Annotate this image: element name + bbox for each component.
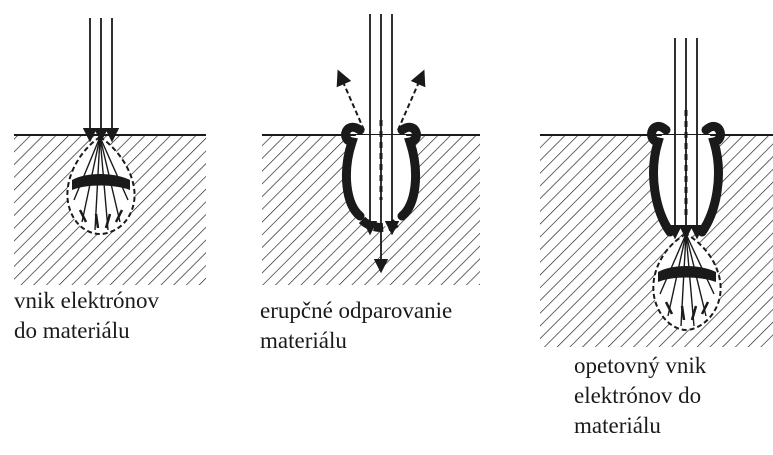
panel-3-repeated-penetration (540, 38, 773, 347)
panel-2-caption: erupčné odparovanie materiálu (260, 296, 530, 356)
panel-1-electron-penetration (14, 18, 206, 285)
panel-3-caption: opetovný vnik elektrónov do materiálu (574, 351, 769, 441)
panel-1-electron-beam (90, 18, 112, 137)
panel-1-caption: vnik elektrónov do materiálu (14, 286, 244, 346)
panel-2-eruptive-evaporation (262, 14, 480, 285)
